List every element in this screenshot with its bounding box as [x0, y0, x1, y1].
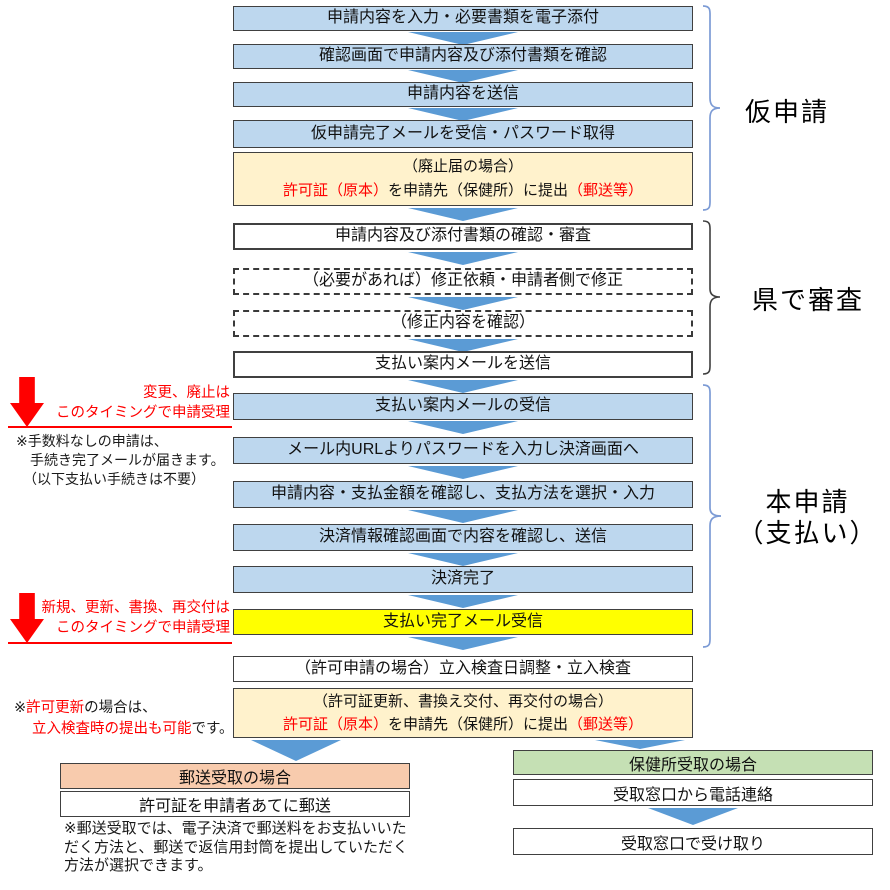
- flow-step-fix-check: （修正内容を確認）: [233, 310, 693, 337]
- down-arrow-icon: [408, 637, 518, 650]
- flow-step-fix: （必要があれば）修正依頼・申請者側で修正: [233, 268, 693, 295]
- stage-label-temp: 仮申請: [745, 97, 830, 127]
- down-arrow-icon: [408, 380, 518, 393]
- flow-step-inspection: （許可申請の場合）立入検査日調整・立入検査: [233, 656, 693, 682]
- flow-step-url-password: メール内URLよりパスワードを入力し決済画面へ: [233, 437, 693, 464]
- flow-step-pay-confirm: 決済情報確認画面で内容を確認し、送信: [233, 524, 693, 551]
- stage-label-review: 県で審査: [752, 285, 865, 315]
- stage-bracket-temp: [702, 5, 721, 211]
- down-arrow-icon: [408, 297, 518, 310]
- timing-note-change: 変更、廃止は このタイミングで申請受理: [56, 385, 230, 421]
- branch-arrow-right-icon: [595, 740, 685, 749]
- flow-step-send: 申請内容を送信: [233, 82, 693, 107]
- flow-step-pay-mail-send: 支払い案内メールを送信: [233, 351, 693, 378]
- office-branch-header: 保健所受取の場合: [513, 750, 873, 775]
- mail-branch-note: ※郵送受取では、電子決済で郵送料をお支払いいた だく方法と、郵送で返信用封筒を提…: [64, 820, 408, 874]
- stage-bracket-main: [702, 384, 722, 648]
- office-branch-step-pickup: 受取窓口で受け取り: [513, 828, 873, 855]
- cream-line1: （廃止届の場合）: [402, 158, 523, 175]
- flow-step-pay-mail-done: 支払い完了メール受信: [233, 609, 693, 635]
- down-arrow-icon: [408, 553, 518, 566]
- flow-step-haishi-note: （廃止届の場合） 許可証（原本）を申請先（保健所）に提出（郵送等）: [233, 152, 693, 206]
- cream-line2: 許可証（原本）を申請先（保健所）に提出（郵送等）: [282, 182, 644, 199]
- down-arrow-icon: [408, 510, 518, 523]
- red-underline: [8, 426, 232, 428]
- down-arrow-icon: [408, 208, 518, 221]
- cream-line2: 許可証（原本）を申請先（保健所）に提出（郵送等）: [282, 716, 644, 733]
- stage-label-main: 本申請 （支払い）: [737, 487, 878, 548]
- flow-step-pay-method: 申請内容・支払金額を確認し、支払方法を選択・入力: [233, 481, 693, 508]
- no-fee-note: ※手数料なしの申請は、 手続き完了メールが届きます。 （以下支払い手続きは不要）: [16, 433, 225, 487]
- red-underline: [8, 642, 232, 644]
- down-arrow-icon: [408, 421, 518, 434]
- timing-note-new: 新規、更新、書換、再交付は このタイミングで申請受理: [41, 600, 231, 636]
- down-arrow-icon: [408, 466, 518, 479]
- flow-step-pay-mail-recv: 支払い案内メールの受信: [233, 393, 693, 420]
- stage-bracket-review: [702, 220, 721, 375]
- renewal-note: ※許可更新の場合は、 立入検査時の提出も可能です。: [14, 700, 234, 737]
- down-arrow-icon: [408, 252, 518, 265]
- flow-step-review: 申請内容及び添付書類の確認・審査: [233, 223, 693, 250]
- mail-branch-header: 郵送受取の場合: [60, 763, 410, 789]
- branch-arrow-left-icon: [251, 740, 341, 761]
- flow-step-submit-license: （許可証更新、書換え交付、再交付の場合） 許可証（原本）を申請先（保健所）に提出…: [233, 688, 693, 738]
- flow-step-temp-mail: 仮申請完了メールを受信・パスワード取得: [233, 120, 693, 148]
- down-arrow-icon: [408, 595, 518, 608]
- cream-line1: （許可証更新、書換え交付、再交付の場合）: [312, 693, 613, 710]
- down-arrow-icon: [648, 808, 738, 825]
- flow-step-pay-done: 決済完了: [233, 566, 693, 593]
- office-branch-step-call: 受取窓口から電話連絡: [513, 779, 873, 806]
- flow-step-input: 申請内容を入力・必要書類を電子添付: [233, 6, 693, 31]
- mail-branch-step: 許可証を申請者あてに郵送: [60, 791, 410, 817]
- flow-step-confirm: 確認画面で申請内容及び添付書類を確認: [233, 44, 693, 69]
